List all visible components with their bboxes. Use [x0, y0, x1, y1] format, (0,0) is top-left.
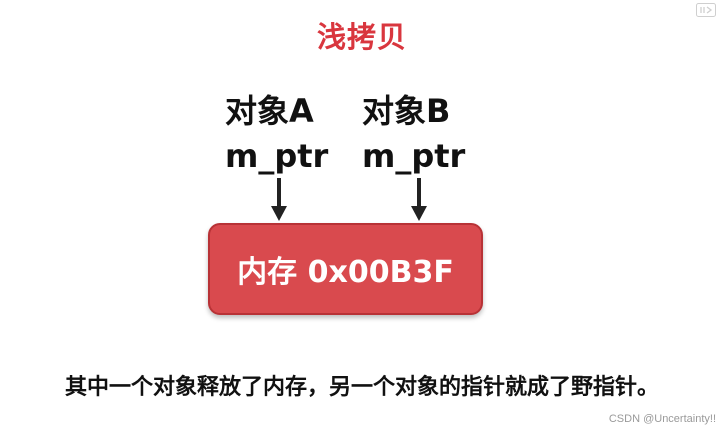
arrow-b-down-icon: [411, 178, 427, 221]
watermark: CSDN @Uncertainty!!: [608, 413, 716, 425]
object-b-name: 对象B: [362, 92, 451, 130]
caption: 其中一个对象释放了内存，另一个对象的指针就成了野指针。: [64, 375, 659, 400]
presentation-logo-icon: [696, 3, 716, 17]
object-a-name: 对象A: [225, 92, 314, 130]
object-a-pointer: m_ptr: [225, 137, 329, 175]
slide-title: 浅拷贝: [316, 20, 407, 54]
arrow-a-down-icon: [271, 178, 287, 221]
memory-block-label: 内存 0x00B3F: [237, 255, 454, 290]
memory-block: 内存 0x00B3F: [208, 223, 483, 315]
object-b-pointer: m_ptr: [362, 137, 466, 175]
